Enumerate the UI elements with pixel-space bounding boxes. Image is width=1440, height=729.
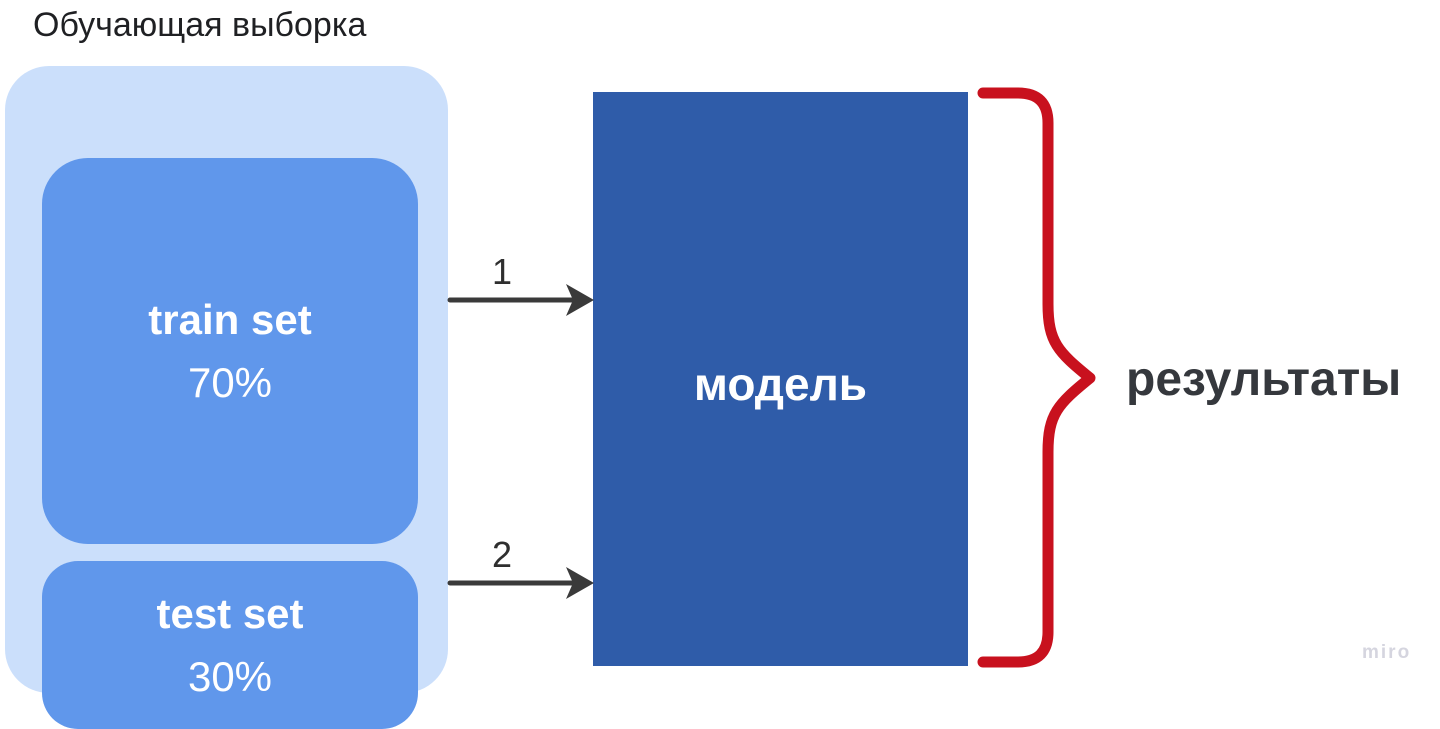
connector-layer <box>447 87 1096 668</box>
miro-watermark: miro <box>1362 642 1412 663</box>
results-brace-icon[interactable] <box>977 87 1096 668</box>
train-set-label: train set <box>148 296 312 343</box>
diagram-title: Обучающая выборка <box>33 6 367 44</box>
arrow-1-head-icon[interactable] <box>566 284 594 316</box>
arrow-1[interactable] <box>447 284 594 316</box>
results-label: результаты <box>1126 353 1402 406</box>
model-box[interactable]: модель <box>593 92 968 666</box>
arrow-2-label: 2 <box>491 534 513 575</box>
test-set-percent: 30% <box>187 653 273 700</box>
train-set-percent: 70% <box>187 359 273 406</box>
arrow-2-head-icon[interactable] <box>566 567 594 599</box>
arrow-1-label: 1 <box>491 251 513 292</box>
diagram-canvas: Обучающая выборка train set 70% test set… <box>5 6 1412 729</box>
test-set-label: test set <box>156 590 304 637</box>
training-sample-container[interactable]: train set 70% test set 30% <box>5 66 448 729</box>
arrow-2[interactable] <box>447 567 594 599</box>
train-set-box[interactable]: train set 70% <box>42 158 418 544</box>
model-label: модель <box>693 358 868 410</box>
